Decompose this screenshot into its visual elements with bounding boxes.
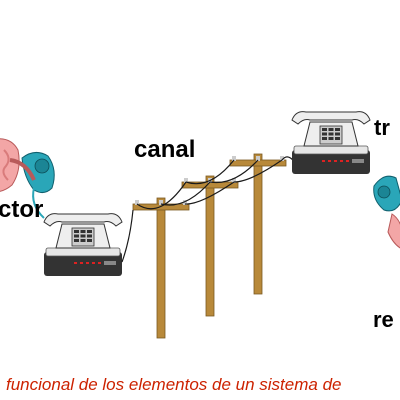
utility-pole-icon-1 — [132, 197, 190, 339]
hand-outline-left — [2, 149, 10, 181]
telephone-icon-receptor — [291, 111, 371, 175]
label-receptor-partial: re — [373, 307, 394, 332]
handset-in-hand-icon-right — [373, 175, 400, 249]
telephone-icon-emisor — [43, 213, 123, 277]
label-transmisor-partial: tr — [374, 115, 390, 140]
telephone-cables — [121, 156, 301, 263]
diagram-caption: funcional de los elementos de un sistema… — [6, 375, 342, 394]
label-emisor: ctor — [0, 196, 44, 223]
label-canal: canal — [134, 136, 196, 163]
